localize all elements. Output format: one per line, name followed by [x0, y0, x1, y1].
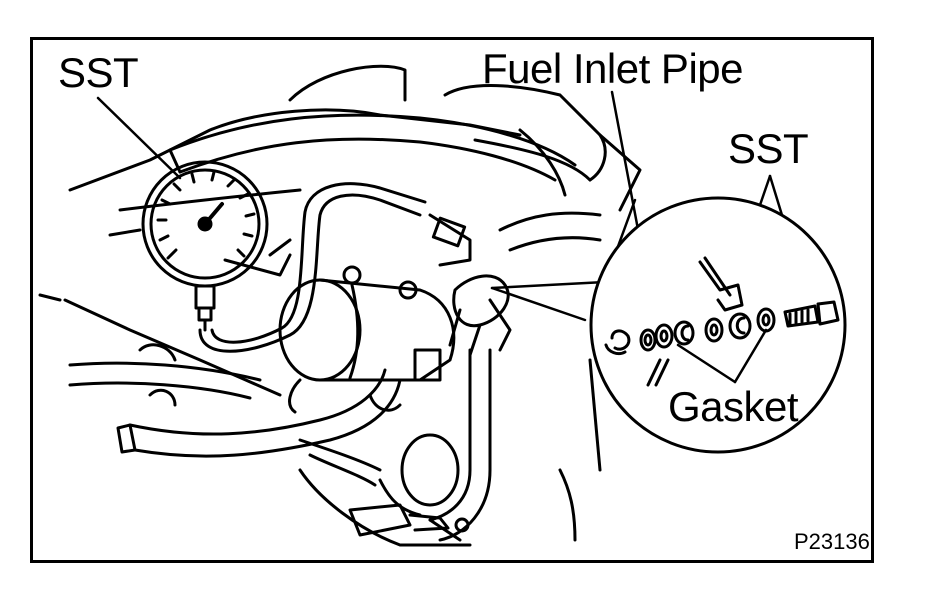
fuel-filter — [278, 265, 456, 414]
pressure-gauge — [141, 160, 269, 332]
gasket-leader-lines — [676, 328, 768, 384]
engine-block-outline — [38, 64, 642, 547]
gauge-hose — [198, 182, 427, 353]
sst-gauge-label: SST — [58, 49, 139, 96]
fuel-inlet-pipe-label: Fuel Inlet Pipe — [482, 45, 744, 92]
detail-parts — [604, 256, 840, 387]
lower-hoses — [116, 348, 492, 542]
delivery-pipe-fitting — [428, 211, 602, 357]
gasket-label: Gasket — [668, 383, 799, 430]
figure-code: P23136 — [794, 529, 870, 554]
detail-magnifier — [589, 196, 847, 454]
sst-fitting-label: SST — [728, 125, 809, 172]
pressure-regulator — [298, 433, 470, 537]
